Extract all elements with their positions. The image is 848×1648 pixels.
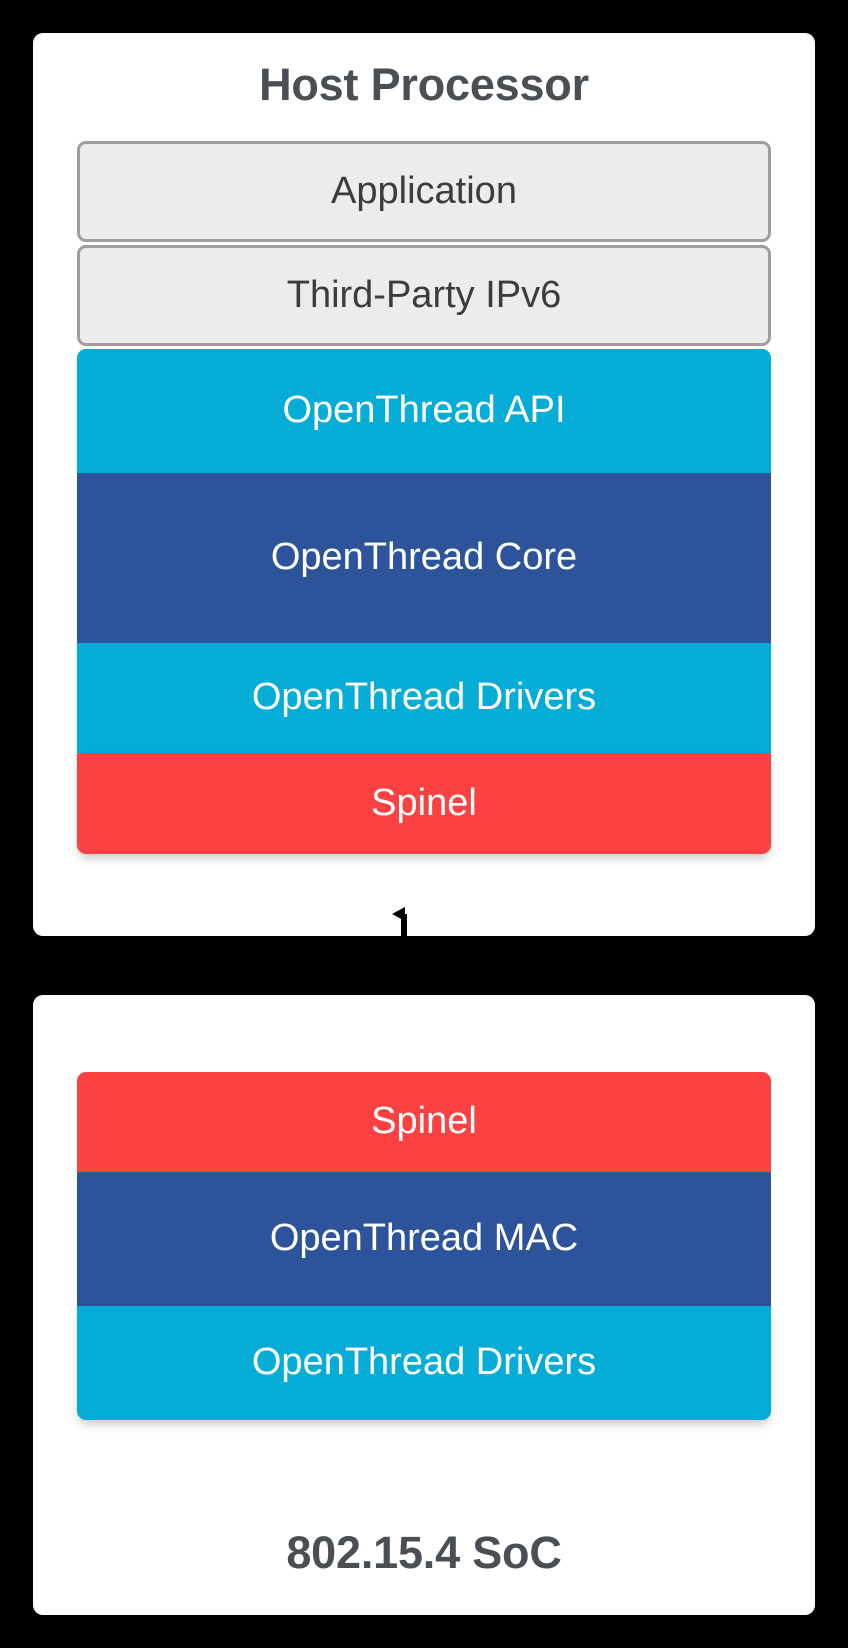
layer-block-openthread-drivers: OpenThread Drivers [77, 643, 771, 753]
layer-label: OpenThread Drivers [251, 1341, 597, 1384]
layer-label: OpenThread Drivers [251, 676, 597, 719]
layer-block-openthread-api: OpenThread API [77, 349, 771, 473]
layer-block-openthread-core: OpenThread Core [77, 473, 771, 643]
layer-stack-host: Application Third-Party IPv6 OpenThread … [77, 141, 771, 854]
layer-block-third-party-ipv6: Third-Party IPv6 [77, 245, 771, 346]
layer-block-openthread-drivers-soc: OpenThread Drivers [77, 1306, 771, 1420]
layer-label: Spinel [371, 781, 477, 824]
layer-label: Application [331, 169, 517, 212]
layer-label: Spinel [371, 1100, 477, 1143]
layer-label: OpenThread API [282, 389, 566, 432]
layer-label: OpenThread MAC [269, 1217, 579, 1260]
panel-title-802-15-4-soc: 802.15.4 SoC [286, 1527, 562, 1578]
layer-label: Third-Party IPv6 [286, 273, 562, 316]
layer-label: OpenThread Core [270, 536, 578, 579]
panel-802-15-4-soc: Spinel OpenThread MAC OpenThread Drivers… [33, 995, 815, 1615]
layer-block-spinel-host: Spinel [77, 753, 771, 854]
layer-block-application: Application [77, 141, 771, 242]
panel-host-processor: Host Processor Application Third-Party I… [33, 33, 815, 936]
layer-stack-soc: Spinel OpenThread MAC OpenThread Drivers [77, 1072, 771, 1420]
layer-block-spinel-soc: Spinel [77, 1072, 771, 1172]
panel-title-host-processor: Host Processor [259, 59, 589, 110]
layer-block-openthread-mac: OpenThread MAC [77, 1172, 771, 1306]
